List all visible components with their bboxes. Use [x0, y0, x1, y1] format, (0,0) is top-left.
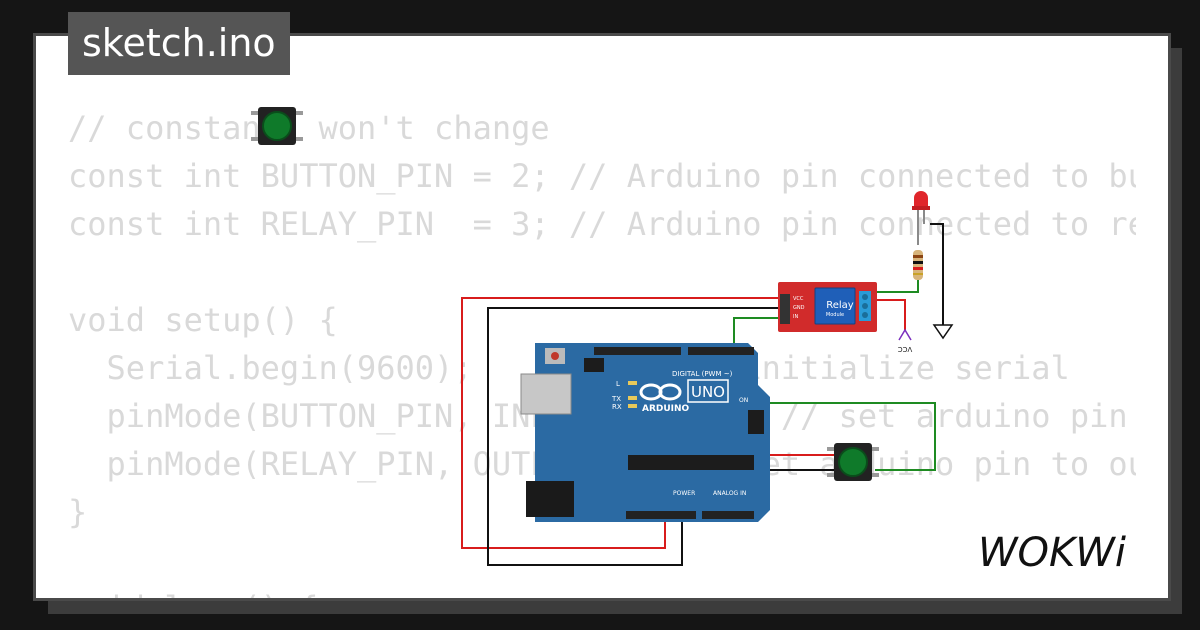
wire-relay-in	[733, 317, 780, 352]
icsp-header	[748, 410, 764, 434]
usb-port	[520, 373, 572, 415]
relay-module[interactable]: Relay Module VCC GND IN	[778, 282, 877, 332]
digital-header-right	[688, 347, 754, 355]
microcontroller-chip	[628, 455, 754, 470]
power-jack	[526, 481, 574, 517]
arduino-uno[interactable]: L TX RX DIGITAL (PWM ~) UNO ARDUINO ON P…	[520, 343, 770, 522]
analog-in-label: ANALOG IN	[713, 490, 746, 497]
push-button-wired-leg	[872, 473, 879, 477]
push-button-wired-cap	[838, 447, 868, 477]
on-label: ON	[739, 397, 748, 404]
icsp-header-small	[584, 358, 604, 372]
push-button-top-leg	[296, 111, 303, 115]
digital-pwm-label: DIGITAL (PWM ~)	[672, 370, 733, 378]
relay-pin-label-vcc: VCC	[793, 296, 804, 302]
led-l	[628, 381, 637, 385]
wire-led-gnd	[930, 223, 944, 325]
ground-icon	[932, 324, 954, 340]
push-button-wired-leg	[827, 473, 834, 477]
relay-terminal-screw	[862, 303, 868, 309]
push-button-wired-leg	[872, 447, 879, 451]
relay-title: Relay	[826, 300, 854, 311]
code-line: void loop() {	[68, 584, 1136, 598]
resistor-body	[913, 250, 923, 280]
led-label-tx: TX	[611, 395, 621, 403]
red-led-rim	[912, 206, 930, 210]
digital-header-left	[594, 347, 681, 355]
wire-relay-vcc	[876, 299, 906, 330]
arduino-model: UNO	[691, 383, 725, 401]
wokwi-logo: WOKWi	[978, 530, 1126, 576]
file-name-tab[interactable]: sketch.ino	[68, 12, 290, 75]
uno-box	[687, 379, 729, 403]
relay-block	[814, 287, 856, 325]
push-button-top[interactable]	[251, 107, 303, 145]
push-button-wired[interactable]	[827, 443, 879, 481]
relay-terminal-screw	[862, 294, 868, 300]
wire-relay-no	[876, 280, 919, 293]
power-label: POWER	[673, 490, 695, 497]
vcc-label: VCC	[898, 345, 913, 353]
analog-header	[702, 511, 754, 519]
vcc-arrow-icon	[898, 328, 912, 341]
arduino-infinity-logo	[639, 383, 682, 401]
vcc-symbol: VCC	[898, 328, 913, 353]
red-led-body	[914, 191, 928, 208]
push-button-top-cap	[262, 111, 292, 141]
relay-terminal-screw	[862, 312, 868, 318]
resistor-band	[913, 261, 923, 264]
resistor-band	[913, 273, 923, 275]
led-label-rx: RX	[612, 403, 622, 411]
push-button-top-leg	[251, 111, 258, 115]
code-line: }	[68, 493, 88, 531]
code-line: const int RELAY_PIN = 3; // Arduino pin …	[68, 205, 1136, 243]
resistor-band	[913, 267, 923, 270]
code-line: const int BUTTON_PIN = 2; // Arduino pin…	[68, 157, 1136, 195]
code-line: void setup() {	[68, 301, 338, 339]
push-button-top-leg	[251, 137, 258, 141]
led-rx	[628, 404, 637, 408]
led-label-l: L	[616, 380, 620, 388]
relay-subtitle: Module	[826, 312, 844, 318]
resistor[interactable]	[913, 250, 923, 280]
relay-pin-label-gnd: GND	[793, 305, 805, 311]
push-button-top-leg	[296, 137, 303, 141]
push-button-wired-leg	[827, 447, 834, 451]
wokwi-logo-text: WOKWi	[978, 530, 1126, 576]
power-header	[626, 511, 696, 519]
resistor-band	[913, 255, 923, 258]
relay-pin-label-in: IN	[793, 314, 798, 320]
relay-header	[780, 294, 790, 324]
red-led[interactable]	[912, 191, 930, 245]
infinity-logo-right-icon	[658, 383, 682, 401]
arduino-board	[535, 343, 770, 522]
wire-gnd	[487, 307, 780, 566]
reset-button-cap	[551, 352, 559, 360]
led-tx	[628, 396, 637, 400]
arduino-brand: ARDUINO	[642, 404, 690, 414]
